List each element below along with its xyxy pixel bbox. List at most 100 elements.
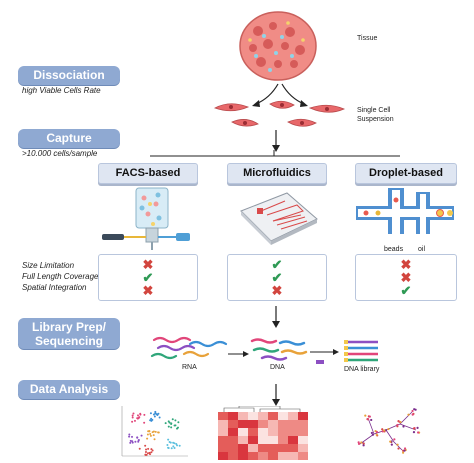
cluster-dot xyxy=(175,442,178,445)
arrow-down-1 xyxy=(272,130,280,152)
beads-label: beads xyxy=(384,246,404,253)
library-prep-line2: Sequencing xyxy=(34,334,103,348)
single-cell-label-2: Suspension xyxy=(357,116,394,123)
cluster-dot xyxy=(144,453,147,456)
step-dissociation: Dissociation xyxy=(18,66,120,85)
trajectory-dot xyxy=(367,418,370,421)
heatmap-cell xyxy=(288,420,298,428)
heatmap-cell xyxy=(298,420,308,428)
arrow-down-2 xyxy=(272,306,280,328)
heatmap-cell xyxy=(268,444,278,452)
heatmap-cell xyxy=(288,428,298,436)
trajectory-dot xyxy=(403,447,407,450)
heatmap-cell xyxy=(238,420,248,428)
heatmap-cell xyxy=(288,452,298,460)
rna-strands xyxy=(150,336,228,360)
heatmap-cell xyxy=(268,420,278,428)
dna-label: DNA xyxy=(270,364,285,371)
heatmap-cell xyxy=(278,436,288,444)
cluster-dot xyxy=(152,413,155,416)
trajectory-dot xyxy=(412,427,416,430)
trajectory-dot xyxy=(370,418,373,422)
cluster-dot xyxy=(131,416,134,419)
trajectory-dot xyxy=(389,440,392,443)
trajectory-dot xyxy=(402,425,405,428)
droplet-mark-2: ✖ xyxy=(400,270,412,285)
cluster-dot xyxy=(158,416,161,419)
heatmap-cell xyxy=(288,412,298,420)
cluster-dot xyxy=(129,441,132,444)
cluster-dot xyxy=(167,438,170,441)
heatmap-cell xyxy=(218,420,228,428)
trajectory-dot xyxy=(393,438,396,441)
cluster-dot xyxy=(167,446,170,449)
heatmap-cell xyxy=(238,436,248,444)
dissociation-subtitle: high Viable Cells Rate xyxy=(22,86,101,95)
heatmap-cell xyxy=(238,412,248,420)
cluster-dot xyxy=(172,445,175,448)
trajectory-dot xyxy=(381,428,384,431)
cluster-dot xyxy=(136,436,139,439)
heatmap-cell xyxy=(298,428,308,436)
cluster-dot xyxy=(151,418,154,421)
droplet-mark-1: ✖ xyxy=(400,257,412,272)
heatmap-cell xyxy=(218,452,228,460)
heatmap-cell xyxy=(228,436,238,444)
split-arrows xyxy=(252,83,308,107)
cluster-dot xyxy=(146,437,149,440)
cluster-dot xyxy=(146,433,149,436)
oil-label: oil xyxy=(418,246,426,253)
trajectory-dot xyxy=(357,442,361,445)
cluster-dot xyxy=(170,426,173,429)
cluster-dot xyxy=(128,435,131,438)
facs-criteria-box: ✖ ✔ ✖ xyxy=(98,254,198,301)
heatmap-cell xyxy=(238,444,248,452)
heatmap-cell xyxy=(228,428,238,436)
cluster-dot xyxy=(178,444,181,447)
trajectory-dot xyxy=(384,429,388,432)
heatmap-cell xyxy=(268,452,278,460)
heatmap-cell xyxy=(228,444,238,452)
arrow-down-3 xyxy=(272,384,280,406)
facs-mark-1: ✖ xyxy=(142,257,154,272)
trajectory-dot xyxy=(402,451,405,454)
cluster-dot xyxy=(143,421,146,424)
heatmap-cell xyxy=(248,428,258,436)
cluster-dot xyxy=(140,434,143,437)
trajectory-dot xyxy=(414,408,417,411)
cluster-dot xyxy=(153,415,156,418)
step-library-prep: Library Prep/ Sequencing xyxy=(18,318,120,349)
facs-mark-3: ✖ xyxy=(142,283,154,298)
micro-mark-3: ✖ xyxy=(271,283,283,298)
trajectory-dot xyxy=(375,433,378,436)
trajectory-dot xyxy=(387,427,390,431)
cluster-dot xyxy=(149,412,152,415)
heatmap-cell xyxy=(248,444,258,452)
method-facs: FACS-based xyxy=(98,163,198,184)
trajectory-dot xyxy=(383,429,386,432)
heatmap-cell xyxy=(298,412,308,420)
tissue-label: Tissue xyxy=(357,35,378,42)
heatmap-cell xyxy=(288,444,298,452)
facs-mark-2: ✔ xyxy=(142,270,154,285)
trajectory-dot xyxy=(407,413,410,416)
cluster-dot xyxy=(176,426,179,429)
trajectory-dot xyxy=(390,443,393,446)
droplet-criteria-box: ✖ ✖ ✔ xyxy=(355,254,457,301)
cluster-dot xyxy=(143,413,146,416)
cluster-dot xyxy=(149,432,152,435)
cluster-dot xyxy=(154,410,157,413)
cluster-dot xyxy=(168,441,171,444)
cluster-dot xyxy=(131,420,134,423)
heatmap-cell xyxy=(278,412,288,420)
branch-lines xyxy=(150,150,400,157)
heatmap-cell xyxy=(278,428,288,436)
heatmap-cell xyxy=(238,428,248,436)
cluster-dot xyxy=(168,421,171,424)
heatmap-cell xyxy=(218,436,228,444)
criterion-spatial: Spatial Integration xyxy=(22,283,87,292)
heatmap-cell xyxy=(288,436,298,444)
cluster-dot xyxy=(137,438,140,441)
cluster-dot xyxy=(150,451,153,454)
micro-mark-2: ✔ xyxy=(271,270,283,285)
